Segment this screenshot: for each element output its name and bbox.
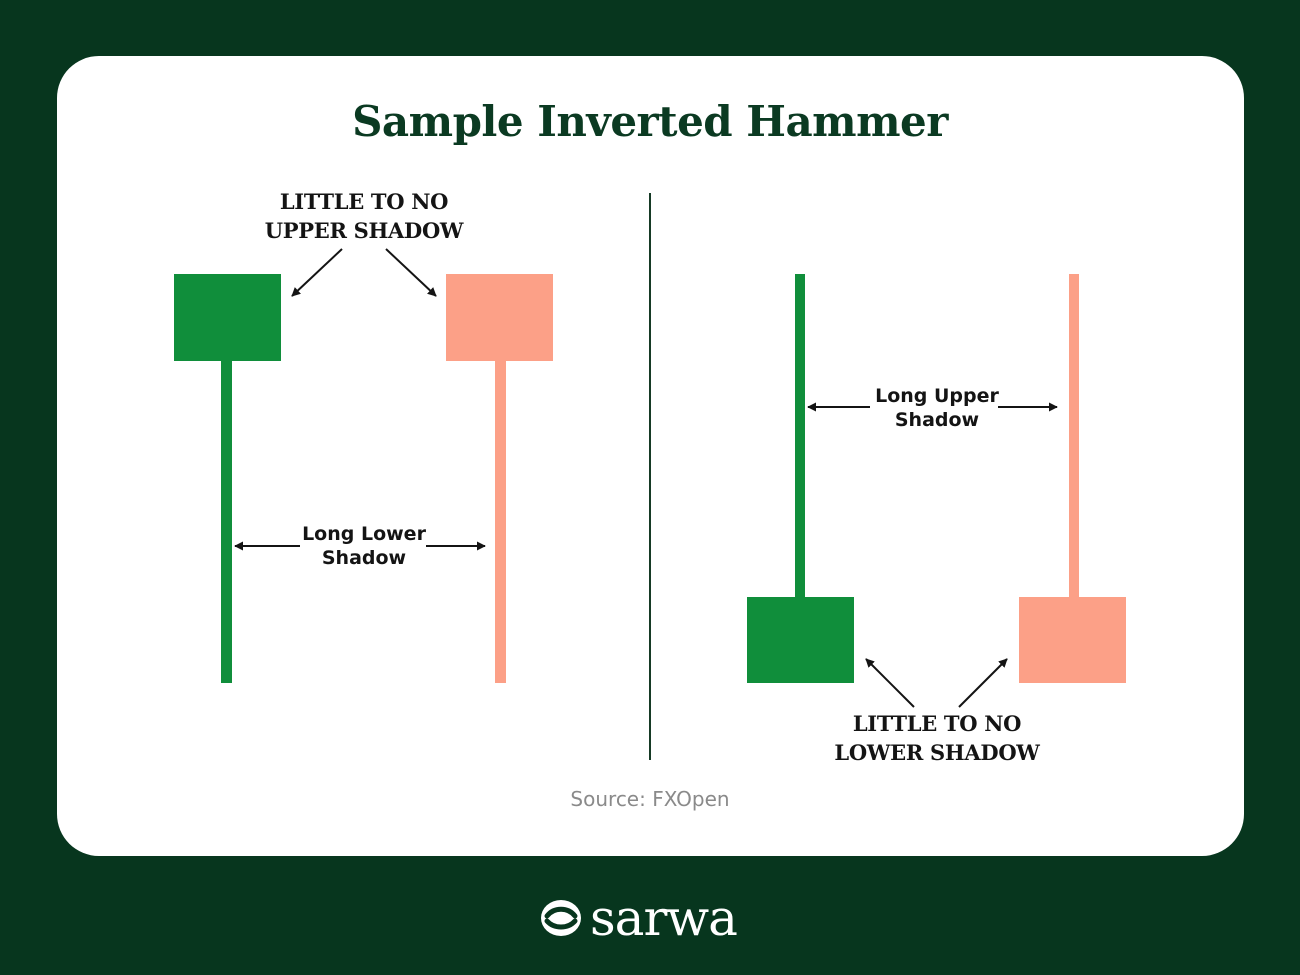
right-green-candle-wick	[795, 274, 805, 599]
arrow-to-left-green-body	[291, 248, 343, 297]
left-salmon-candle-body	[446, 274, 553, 361]
panel-divider	[649, 193, 651, 760]
little-lower-shadow-label: LITTLE TO NO LOWER SHADOW	[834, 711, 1040, 765]
left-salmon-candle-wick	[495, 360, 506, 683]
arrow-to-right-green-body	[865, 658, 915, 708]
sarwa-logo-icon	[541, 900, 581, 936]
right-salmon-candle-body	[1019, 597, 1126, 683]
arrow-to-left-salmon-body	[385, 248, 437, 297]
left-green-candle-body	[174, 274, 281, 361]
arrow-to-right-salmon-body	[958, 658, 1008, 708]
brand-logo: sarwa	[538, 888, 768, 948]
left-green-candle-wick	[221, 360, 232, 683]
right-salmon-candle-wick	[1069, 274, 1079, 599]
page-title: Sample Inverted Hammer	[352, 97, 948, 146]
little-upper-shadow-label: LITTLE TO NO UPPER SHADOW	[264, 189, 464, 243]
right-green-candle-body	[747, 597, 854, 683]
long-lower-shadow-label: Long Lower Shadow	[302, 523, 426, 569]
source-caption: Source: FXOpen	[570, 787, 730, 811]
long-upper-shadow-label: Long Upper Shadow	[875, 385, 999, 431]
brand-name: sarwa	[590, 889, 738, 947]
